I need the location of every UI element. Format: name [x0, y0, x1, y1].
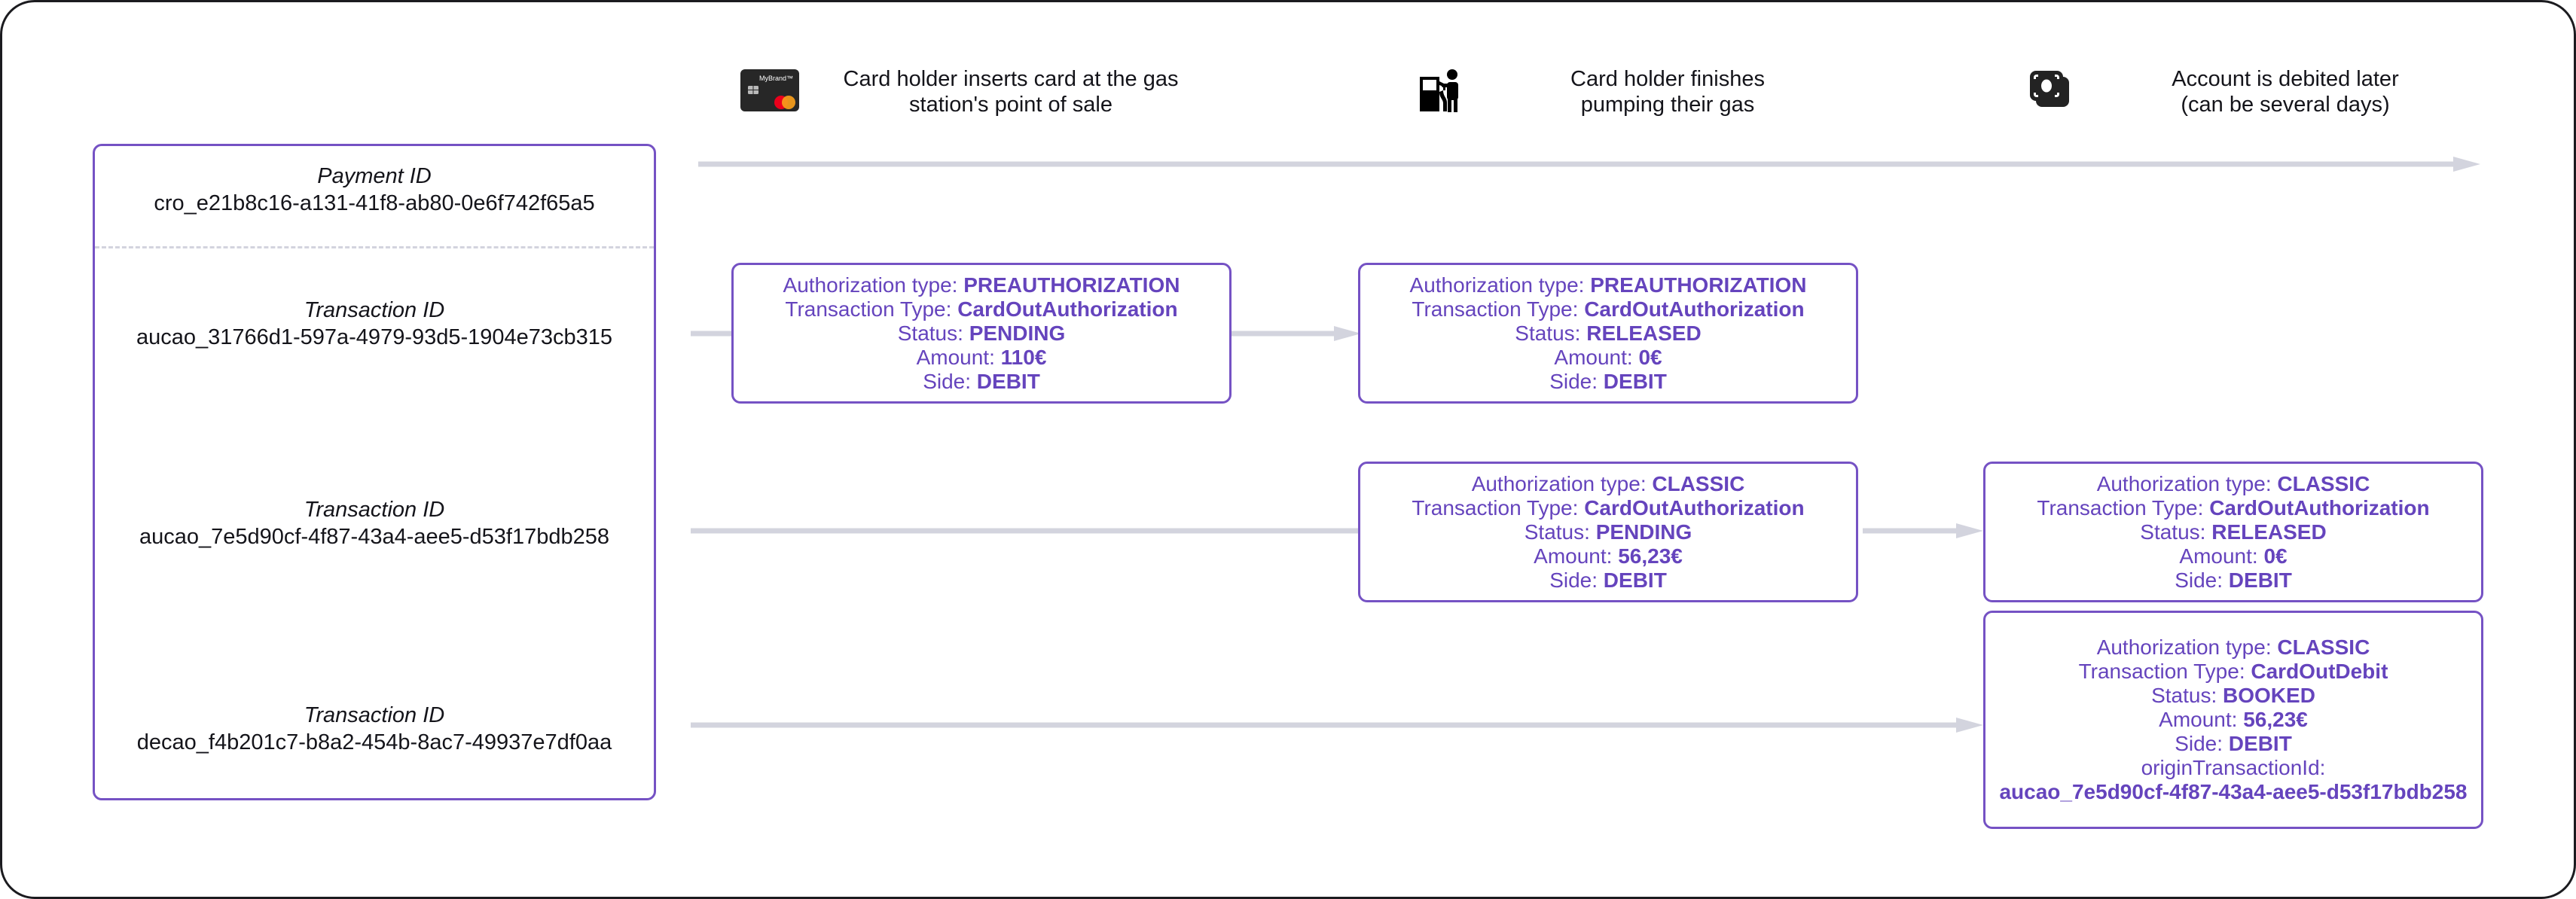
card-line-transaction-type: Transaction Type: CardOutAuthorization	[2037, 495, 2430, 520]
card-line-transaction-type: Transaction Type: CardOutDebit	[2078, 660, 2388, 683]
transaction-id-label: Transaction ID	[304, 498, 445, 522]
transaction-id-value: aucao_31766d1-597a-4979-93d5-1904e73cb31…	[136, 325, 613, 349]
card-line-amount: Amount: 56,23€	[1534, 544, 1683, 568]
card-line-origin-label: originTransactionId:	[2141, 756, 2326, 779]
timeline-step-caption: Card holder inserts card at the gas stat…	[843, 67, 1179, 117]
payment-id-value: cro_e21b8c16-a131-41f8-ab80-0e6f742f65a5	[154, 191, 595, 215]
banknotes-icon	[2028, 69, 2075, 115]
payment-id-block: Payment ID cro_e21b8c16-a131-41f8-ab80-0…	[95, 163, 654, 217]
card-line-status: Status: BOOKED	[2151, 684, 2315, 707]
card-line-status: Status: PENDING	[1524, 520, 1692, 544]
transaction-id-block-2: Transaction ID aucao_7e5d90cf-4f87-43a4-…	[95, 496, 654, 550]
timeline-axis-arrow	[698, 155, 2480, 173]
connector-preauth-pending-to-released	[1230, 325, 1361, 343]
card-line-side: Side: DEBIT	[923, 369, 1040, 393]
transaction-id-value: aucao_7e5d90cf-4f87-43a4-aee5-d53f17bdb2…	[139, 525, 610, 549]
timeline-step-caption: Account is debited later (can be several…	[2172, 67, 2399, 117]
transaction-id-value: decao_f4b201c7-b8a2-454b-8ac7-49937e7df0…	[136, 730, 612, 754]
card-line-amount: Amount: 110€	[916, 345, 1047, 369]
panel-divider	[95, 246, 654, 248]
card-line-authorization-type: Authorization type: CLASSIC	[2096, 471, 2370, 495]
timeline-step-account-debited: Account is debited later (can be several…	[2028, 66, 2495, 117]
timeline-step-caption: Card holder finishes pumping their gas	[1570, 67, 1765, 117]
card-line-authorization-type: Authorization type: CLASSIC	[1471, 471, 1745, 495]
transaction-card-preauth-released[interactable]: Authorization type: PREAUTHORIZATION Tra…	[1358, 263, 1858, 404]
card-line-status: Status: RELEASED	[1515, 321, 1702, 345]
card-line-transaction-type: Transaction Type: CardOutAuthorization	[1412, 495, 1805, 520]
card-line-side: Side: DEBIT	[2175, 568, 2292, 592]
card-line-amount: Amount: 56,23€	[2159, 708, 2308, 731]
transaction-id-block-1: Transaction ID aucao_31766d1-597a-4979-9…	[95, 297, 654, 351]
payment-id-label: Payment ID	[317, 164, 432, 188]
connector-classic-pending-to-released	[1863, 522, 1983, 540]
transaction-card-classic-released[interactable]: Authorization type: CLASSIC Transaction …	[1983, 462, 2483, 602]
svg-text:MyBrand™: MyBrand™	[759, 75, 793, 82]
transaction-card-classic-booked[interactable]: Authorization type: CLASSIC Transaction …	[1983, 611, 2483, 829]
card-line-status: Status: PENDING	[897, 321, 1066, 345]
card-line-amount: Amount: 0€	[1554, 345, 1662, 369]
timeline-step-card-insert: MyBrand™ Card holder inserts card at the…	[740, 66, 1222, 117]
credit-card-icon: MyBrand™	[740, 69, 799, 115]
card-line-authorization-type: Authorization type: PREAUTHORIZATION	[783, 273, 1180, 297]
transaction-card-classic-pending[interactable]: Authorization type: CLASSIC Transaction …	[1358, 462, 1858, 602]
transaction-id-label: Transaction ID	[304, 298, 445, 322]
card-line-authorization-type: Authorization type: CLASSIC	[2096, 635, 2370, 659]
card-line-status: Status: RELEASED	[2140, 520, 2327, 544]
timeline-step-pumping-gas: Card holder finishes pumping their gas	[1418, 66, 1870, 117]
transaction-id-block-3: Transaction ID decao_f4b201c7-b8a2-454b-…	[95, 702, 654, 756]
card-line-origin-value: aucao_7e5d90cf-4f87-43a4-aee5-d53f17bdb2…	[1999, 780, 2468, 803]
identifier-panel: Payment ID cro_e21b8c16-a131-41f8-ab80-0…	[93, 144, 656, 800]
card-line-side: Side: DEBIT	[2175, 732, 2292, 755]
card-line-transaction-type: Transaction Type: CardOutAuthorization	[785, 297, 1178, 321]
transaction-id-label: Transaction ID	[304, 703, 445, 727]
connector-stub-row1	[691, 325, 733, 343]
card-line-side: Side: DEBIT	[1549, 568, 1667, 592]
transaction-card-preauth-pending[interactable]: Authorization type: PREAUTHORIZATION Tra…	[731, 263, 1232, 404]
gas-pump-person-icon	[1418, 68, 1465, 117]
connector-row2-entry	[691, 522, 1361, 540]
connector-row3-entry	[691, 716, 1983, 734]
card-line-side: Side: DEBIT	[1549, 369, 1667, 393]
card-line-transaction-type: Transaction Type: CardOutAuthorization	[1412, 297, 1805, 321]
card-line-amount: Amount: 0€	[2179, 544, 2288, 568]
card-line-authorization-type: Authorization type: PREAUTHORIZATION	[1409, 273, 1807, 297]
